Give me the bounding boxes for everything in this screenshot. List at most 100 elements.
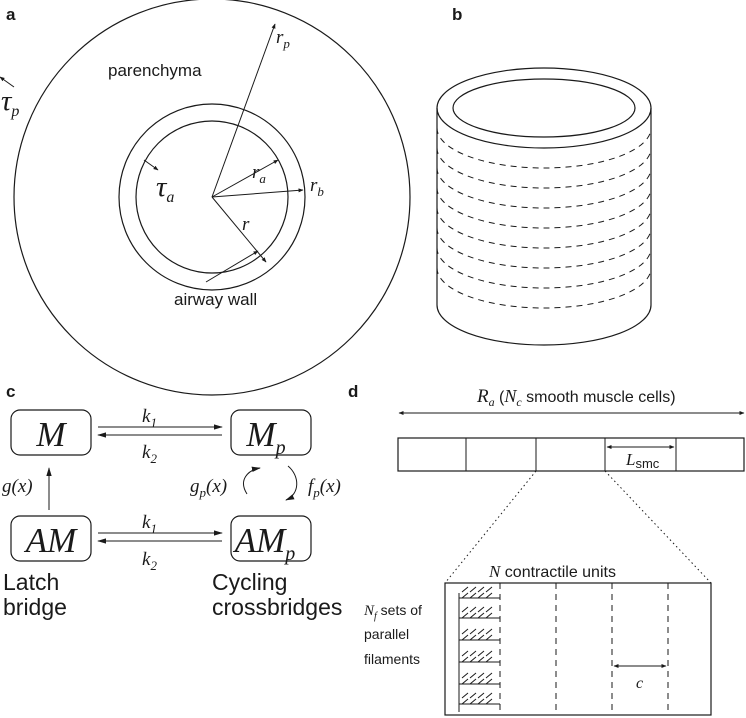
latch-label-line1: Latch <box>3 569 59 595</box>
crossbridge-mark <box>477 650 485 657</box>
state-Mp: Mp <box>245 415 285 459</box>
crossbridge-mark <box>469 592 477 599</box>
rate-g-x: g(x) <box>2 476 33 497</box>
airway-wall-outer-circle <box>118 103 306 291</box>
tau-p-arrow <box>0 76 15 88</box>
crossbridge-mark <box>477 606 485 613</box>
panel-label-b: b <box>452 5 462 24</box>
crossbridge-mark <box>485 698 493 705</box>
crossbridge-mark <box>461 634 469 641</box>
filaments-label: filaments <box>364 651 420 667</box>
panel-c: M Mp AM AMp k1 k2 k1 k2 g(x) gp(x) fp(x)… <box>2 406 342 620</box>
crossbridge-mark <box>461 698 469 705</box>
crossbridge-mark <box>461 650 469 657</box>
r-label: r <box>242 214 250 235</box>
crossbridge-mark <box>469 692 477 699</box>
crossbridge-mark <box>485 672 493 679</box>
crossbridge-mark <box>477 592 485 599</box>
panel-label-d: d <box>348 382 358 401</box>
crossbridge-mark <box>461 672 469 679</box>
cycling-label-line2: crossbridges <box>212 594 342 620</box>
state-AMp: AMp <box>233 521 296 565</box>
arrow-Mp-to-AMp <box>285 465 298 501</box>
crossbridge-mark <box>469 698 477 705</box>
rp-radius-arrow <box>211 23 276 198</box>
cylinder-outer-top <box>436 67 652 149</box>
crossbridge-mark <box>469 634 477 641</box>
rate-k2-bottom: k2 <box>142 549 157 573</box>
crossbridge-mark <box>485 628 493 635</box>
state-box-AMp <box>230 515 312 562</box>
latch-label-line2: bridge <box>3 594 67 620</box>
zoom-line-left <box>444 470 537 584</box>
crossbridge-mark <box>485 612 493 619</box>
panel-a: parenchyma airway wall τp τa rp ra rb r <box>0 0 411 396</box>
crossbridge-mark <box>461 592 469 599</box>
crossbridge-mark <box>477 672 485 679</box>
crossbridge-mark <box>477 628 485 635</box>
tau-a-label: τa <box>156 171 174 206</box>
parenchyma-outer-circle <box>13 0 411 396</box>
panel-label-c: c <box>6 382 15 401</box>
airway-wall-pointer <box>205 250 259 283</box>
rate-k2-top: k2 <box>142 442 157 466</box>
zoom-line-right <box>604 470 712 584</box>
crossbridge-mark <box>477 656 485 663</box>
cylinder-dashed-rings <box>436 127 652 309</box>
rate-fp-x: fp(x) <box>308 476 341 500</box>
crossbridge-mark <box>469 678 477 685</box>
airway-wall-inner-circle <box>135 120 289 274</box>
crossbridge-mark <box>461 628 469 635</box>
nf-label: Nf sets of <box>363 602 422 622</box>
cycling-label-line1: Cycling <box>212 569 287 595</box>
state-AM: AM <box>24 521 78 560</box>
crossbridge-mark <box>469 606 477 613</box>
crossbridge-mark <box>461 692 469 699</box>
crossbridge-mark <box>469 656 477 663</box>
rp-label: rp <box>276 27 290 51</box>
r-radius-arrow <box>211 196 267 263</box>
filament-crossbridges <box>459 586 500 705</box>
crossbridge-mark <box>461 606 469 613</box>
contractile-box <box>444 582 712 716</box>
crossbridge-mark <box>485 634 493 641</box>
rb-radius-arrow <box>211 188 304 198</box>
crossbridge-mark <box>485 656 493 663</box>
parenchyma-label: parenchyma <box>108 61 202 80</box>
arrow-AMp-to-Mp <box>243 466 261 495</box>
state-box-Mp <box>230 409 312 456</box>
n-contractile-label: N contractile units <box>488 562 616 581</box>
lsmc-label: Lsmc <box>625 450 660 471</box>
ra-label: ra <box>252 162 266 186</box>
crossbridge-mark <box>469 612 477 619</box>
crossbridge-mark <box>485 650 493 657</box>
crossbridge-mark <box>469 672 477 679</box>
cylinder-inner-top <box>452 78 636 138</box>
panel-d: Ra (Nc smooth muscle cells) Lsmc N contr… <box>363 386 745 716</box>
rate-gp-x: gp(x) <box>190 476 227 500</box>
crossbridge-mark <box>469 586 477 593</box>
rb-label: rb <box>310 175 324 199</box>
panel-label-a: a <box>6 5 16 24</box>
crossbridge-mark <box>469 650 477 657</box>
smc-row <box>397 437 745 472</box>
crossbridge-mark <box>485 678 493 685</box>
crossbridge-mark <box>477 678 485 685</box>
crossbridge-mark <box>477 698 485 705</box>
crossbridge-mark <box>485 606 493 613</box>
crossbridge-mark <box>461 678 469 685</box>
state-box-AM <box>10 515 92 562</box>
crossbridge-mark <box>485 692 493 699</box>
crossbridge-mark <box>477 692 485 699</box>
ra-radius-arrow <box>211 159 279 198</box>
crossbridge-mark <box>477 612 485 619</box>
crossbridge-mark <box>461 656 469 663</box>
c-label: c <box>636 675 643 692</box>
state-box-M <box>10 409 92 456</box>
airway-wall-label: airway wall <box>174 290 257 309</box>
crossbridge-mark <box>469 628 477 635</box>
crossbridge-mark <box>461 586 469 593</box>
crossbridge-mark <box>485 586 493 593</box>
panel-b <box>436 67 652 346</box>
rate-k1-bottom: k1 <box>142 512 157 536</box>
